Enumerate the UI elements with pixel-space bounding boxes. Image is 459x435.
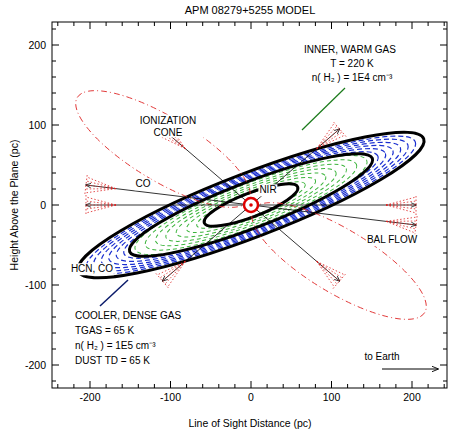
tick-label: 100 <box>322 391 342 403</box>
tick-label: -200 <box>78 391 101 403</box>
disk-ellipse <box>67 109 435 301</box>
region-label: DUST TD = 65 K <box>74 355 151 367</box>
ionization-cone <box>61 70 441 340</box>
plot-frame <box>52 22 447 388</box>
earth-arrow <box>382 369 438 370</box>
cool-gas-contour <box>76 114 426 296</box>
tick-label: 0 <box>247 391 255 403</box>
region-label: TGAS = 65 K <box>74 325 135 337</box>
region-label: n( H₂ ) = 1E4 cm⁻³ <box>311 72 394 84</box>
region-label: COOLER, DENSE GAS <box>74 310 182 322</box>
region-label: n( H₂ ) = 1E5 cm⁻³ <box>74 340 157 352</box>
leader-line <box>302 88 345 130</box>
earth-label: to Earth <box>363 351 400 363</box>
tick-label: 100 <box>27 119 47 131</box>
quasar-source <box>244 198 258 212</box>
tick-label: 200 <box>27 39 47 51</box>
region-label: BAL FLOW <box>366 234 418 246</box>
tick-label: -200 <box>24 359 47 371</box>
tick-label: 0 <box>39 199 47 211</box>
region-label: CO <box>135 178 152 190</box>
region-label: IONIZATION CONE <box>132 115 204 138</box>
plot-title: APM 08279+5255 MODEL <box>184 4 317 17</box>
tick-label: 200 <box>402 391 422 403</box>
region-label: T = 220 K <box>329 58 374 70</box>
region-label: NIR <box>258 184 277 196</box>
cool-gas-contour <box>84 118 418 292</box>
axis-title: Height Above the Plane (pc) <box>8 139 20 272</box>
tick-label: -100 <box>159 391 182 403</box>
region-label: INNER, WARM GAS <box>303 44 397 56</box>
axis-ticks <box>52 22 447 388</box>
region-label: HCN, CO <box>70 263 114 275</box>
tick-label: -100 <box>24 279 47 291</box>
axis-title: Line of Sight Distance (pc) <box>187 417 312 429</box>
leader-line <box>100 280 128 306</box>
flow-arrows <box>85 121 417 288</box>
